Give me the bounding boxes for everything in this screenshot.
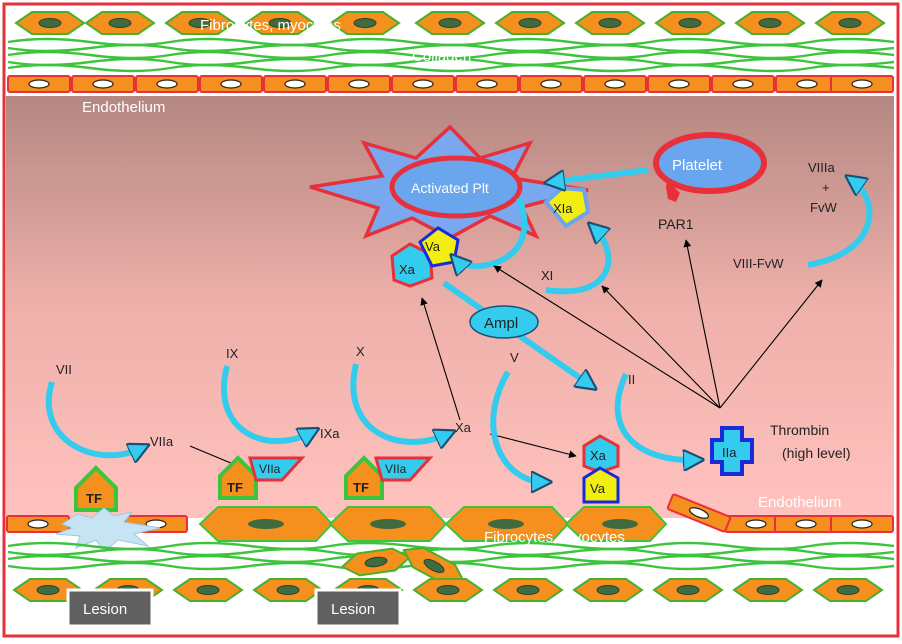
fibrocytes-top-label: Fibrocytes, myocytes bbox=[200, 17, 341, 34]
xa-top-label: Xa bbox=[399, 262, 416, 277]
activated-platelet-label: Activated Plt bbox=[411, 180, 489, 196]
cyan-cross-icon bbox=[710, 426, 754, 476]
copyright-label: © Chassot 2013 bbox=[794, 618, 873, 630]
endothelium-top-label: Endothelium bbox=[82, 99, 165, 116]
xi-label: XI bbox=[541, 268, 553, 283]
x-label: X bbox=[356, 344, 365, 359]
v-activation-arrow bbox=[490, 370, 544, 482]
tf-label-1: TF bbox=[86, 491, 102, 506]
lesion-label-2: Lesion bbox=[331, 601, 375, 618]
lesion-box-2: Lesion bbox=[314, 588, 402, 628]
xa-bottom-label: Xa bbox=[590, 448, 607, 463]
fvw-label: FvW bbox=[810, 200, 837, 215]
viia-free-label: VIIa bbox=[150, 434, 174, 449]
xa-binding-arrow bbox=[489, 433, 577, 459]
tf-viia-complex-1: TF VIIa bbox=[218, 455, 306, 500]
va-top-label: Va bbox=[425, 239, 441, 254]
viia-complex-label-2: VIIa bbox=[385, 462, 407, 476]
activated-platelet: Activated Plt bbox=[309, 124, 589, 240]
viiia-label: VIIIa bbox=[808, 160, 836, 175]
ii-activation-arrow bbox=[614, 372, 696, 460]
lower-collagen-band bbox=[7, 541, 895, 571]
thrombin-level-label: (high level) bbox=[782, 445, 850, 461]
platelet-activation-arrow bbox=[552, 167, 649, 182]
resting-platelet: Platelet bbox=[653, 132, 767, 202]
viiia-plus-label: + bbox=[822, 180, 830, 195]
iia-label: IIa bbox=[722, 445, 737, 460]
thrombin-feedback-arrows bbox=[420, 239, 823, 421]
ix-label: IX bbox=[226, 346, 239, 361]
par1-label: PAR1 bbox=[658, 216, 694, 232]
xi-activation-arrow bbox=[545, 228, 612, 295]
viii-fvw-label: VIII-FvW bbox=[733, 256, 784, 271]
tissue-factor-free: TF bbox=[74, 465, 118, 512]
lesion-burst-icon bbox=[55, 507, 161, 553]
vii-activation-arrow bbox=[45, 381, 142, 455]
va-bottom-label: Va bbox=[590, 481, 606, 496]
tf-viia-complex-2: TF VIIa bbox=[344, 455, 434, 500]
ampl-label: Ampl bbox=[484, 315, 518, 332]
collagen-band bbox=[7, 37, 895, 73]
thrombin-iia: IIa bbox=[710, 426, 754, 476]
lesion-label-1: Lesion bbox=[83, 601, 127, 618]
viia-complex-label-1: VIIa bbox=[259, 462, 281, 476]
ix-activation-arrow bbox=[221, 365, 312, 441]
ii-label: II bbox=[628, 372, 635, 387]
ixa-label: IXa bbox=[320, 426, 340, 441]
exposed-subendothelial-cells bbox=[198, 506, 668, 542]
endothelium-bottom-label: Endothelium bbox=[758, 494, 841, 511]
viii-activation-arrow bbox=[807, 180, 873, 268]
platelet-label: Platelet bbox=[672, 157, 723, 174]
tissue-factor-icon bbox=[74, 465, 118, 512]
viia-binding-arrow bbox=[189, 445, 239, 467]
xia-label: XIa bbox=[553, 201, 573, 216]
v-label: V bbox=[510, 350, 519, 365]
lesion-box-1: Lesion bbox=[66, 588, 154, 628]
ampl-badge bbox=[469, 305, 539, 339]
top-endothelium-row bbox=[7, 75, 894, 93]
prothrombinase-on-endothelium: Xa Va bbox=[582, 434, 620, 504]
tf-label-3: TF bbox=[353, 480, 369, 495]
v-feedback-arrow bbox=[456, 196, 528, 266]
fibrocytes-bottom-label: Fibrocytes, myocytes bbox=[484, 529, 625, 546]
collagen-label: Collagen bbox=[412, 48, 471, 65]
vii-label: VII bbox=[56, 362, 72, 377]
x-activation-arrow bbox=[350, 363, 448, 442]
tf-label-2: TF bbox=[227, 480, 243, 495]
xa-label: Xa bbox=[455, 420, 472, 435]
thrombin-label: Thrombin bbox=[770, 422, 829, 438]
